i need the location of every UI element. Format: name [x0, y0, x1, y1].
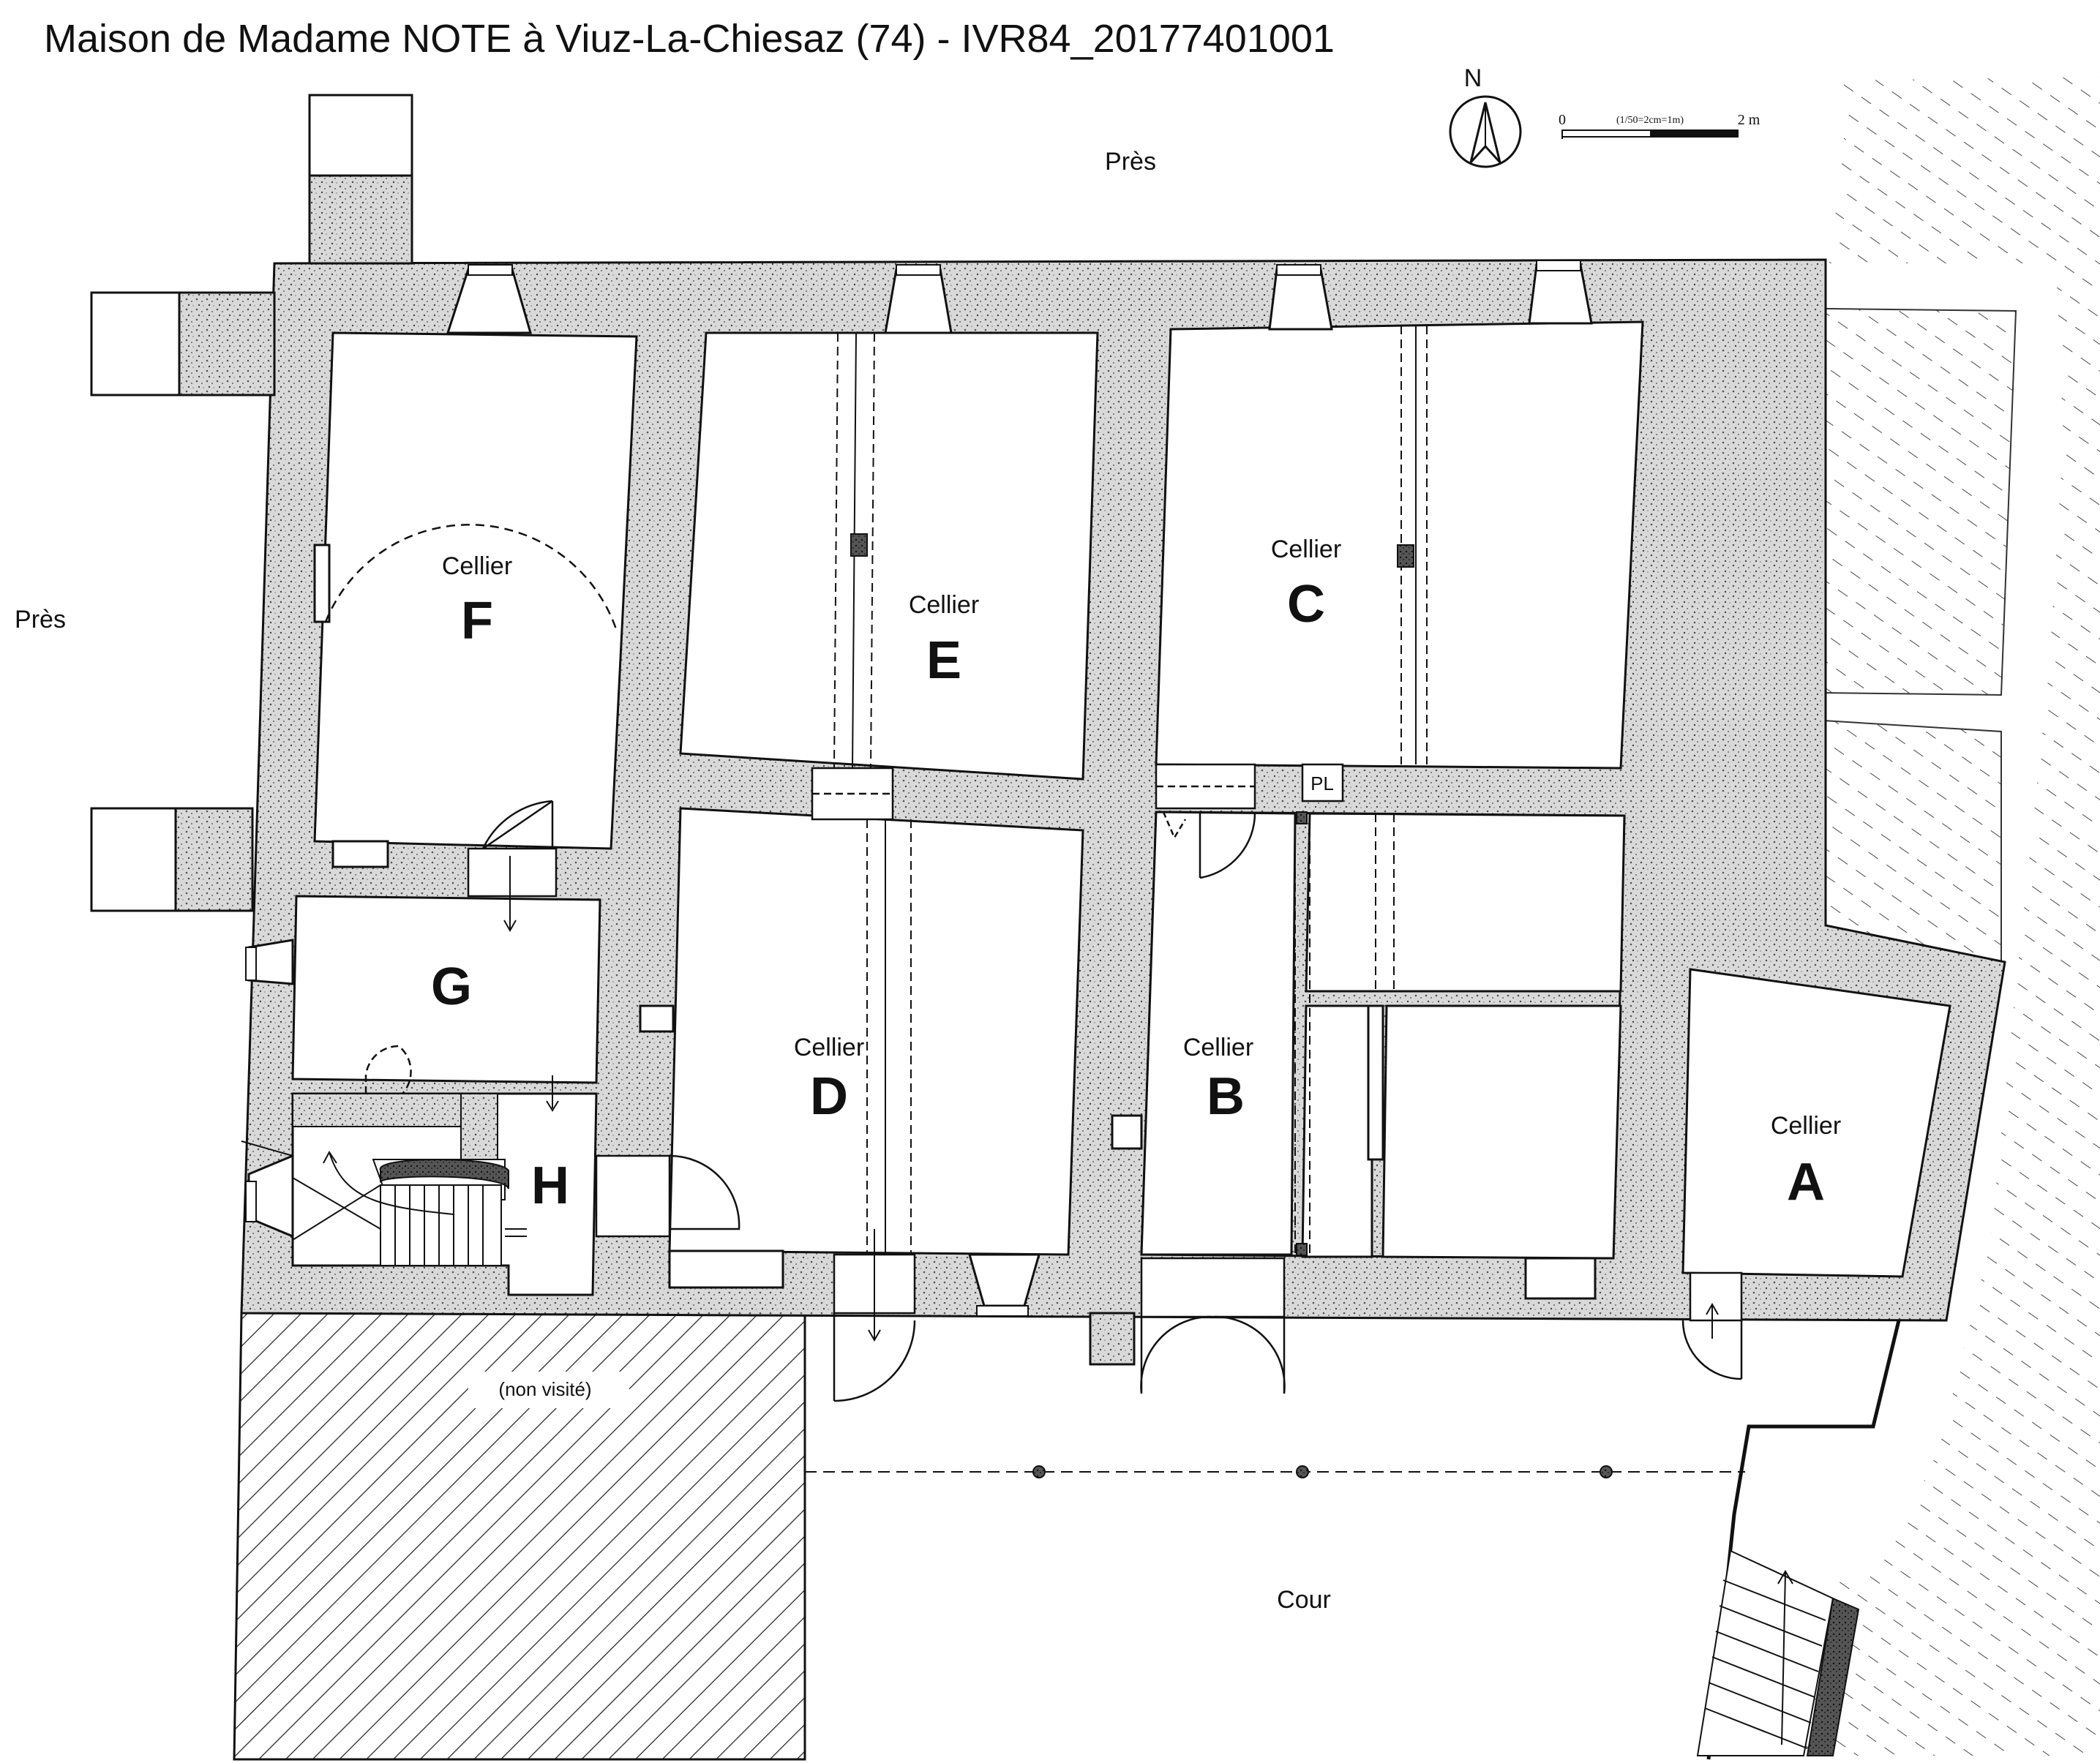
pl-label: PL [1310, 773, 1334, 794]
scale-ratio: (1/50=2cm=1m) [1616, 115, 1684, 126]
room-b-letter: B [1207, 1067, 1245, 1126]
north-label: N [1464, 64, 1482, 92]
room-f-name: Cellier [442, 552, 512, 580]
north-arrow-icon: N [1449, 64, 1522, 168]
label-pres-west: Près [15, 606, 66, 634]
scale-zero: 0 [1559, 112, 1566, 128]
room-c-letter: C [1287, 575, 1325, 634]
room-b-sw [1301, 1004, 1373, 1258]
room-d [668, 807, 1084, 1256]
room-f-letter: F [461, 592, 493, 650]
doors [364, 800, 1743, 1402]
niche-d-west [639, 1004, 675, 1033]
passage-f-g [467, 847, 558, 898]
niche-b-mid [1367, 1004, 1384, 1161]
scale-bar: 0 (1/50=2cm=1m) 2 m [1559, 112, 1760, 139]
room-b-main [1140, 811, 1297, 1256]
passage-h-d [595, 1154, 671, 1238]
door-f-g [481, 800, 553, 850]
passage-b-south [1140, 1257, 1286, 1318]
door-d-west [669, 1154, 740, 1230]
room-e-name: Cellier [909, 591, 979, 619]
room-b-se [1381, 1004, 1622, 1260]
exterior-stairs [1696, 1549, 1834, 1756]
plan-title: Maison de Madame NOTE à Viuz-La-Chiesaz … [44, 17, 1335, 61]
niche-b-south [1524, 1257, 1597, 1300]
post-1 [1032, 1465, 1046, 1478]
door-c-b [1199, 811, 1256, 879]
label-pres-north: Près [1105, 148, 1156, 176]
niche-b-west [1111, 1114, 1143, 1150]
east-slope-zone [1745, 77, 2100, 1756]
room-b-ne [1305, 812, 1626, 993]
room-d-name: Cellier [794, 1034, 864, 1061]
room-c-name: Cellier [1271, 535, 1341, 563]
passage-a-south [1689, 1271, 1743, 1322]
window-north-c2 [1528, 263, 1593, 325]
room-a [1681, 968, 1951, 1278]
room-h-letter: H [531, 1157, 569, 1215]
door-b-south-left [1140, 1315, 1212, 1394]
scale-end: 2 m [1738, 112, 1760, 128]
room-e [679, 331, 1099, 781]
window-north-c1 [1268, 268, 1333, 331]
staircase-h [241, 1093, 527, 1266]
room-g [291, 895, 601, 1084]
room-labels: Cellier F Cellier E Cellier C Cellier D … [431, 535, 1841, 1215]
door-a-south [1681, 1320, 1743, 1380]
door-d-south [833, 1313, 916, 1402]
beams [833, 326, 1428, 1256]
niche-f-south [331, 840, 389, 868]
room-a-letter: A [1787, 1153, 1825, 1211]
door-c-b-dashed [1162, 811, 1187, 840]
room-g-letter: G [431, 958, 472, 1016]
pl-fixture [1301, 763, 1344, 802]
post-3 [1600, 1465, 1613, 1478]
direction-arrows [503, 856, 1719, 1342]
window-north-e [884, 268, 953, 334]
internal-passages [467, 763, 1743, 1322]
window-openings [247, 263, 1597, 1307]
room-a-name: Cellier [1771, 1112, 1841, 1140]
window-sills [245, 260, 1581, 1317]
not-visited-label: (non visité) [498, 1378, 591, 1400]
post-2 [1296, 1465, 1309, 1478]
stair-wall [1806, 1597, 1860, 1756]
niche-f-west [313, 544, 331, 623]
room-b-name: Cellier [1183, 1034, 1253, 1061]
door-b-south-right [1214, 1315, 1286, 1394]
niche-d-south [668, 1249, 784, 1289]
room-e-letter: E [926, 631, 961, 690]
courtyard-features [805, 1320, 1901, 1760]
label-cour: Cour [1277, 1586, 1331, 1614]
south-buttress [1089, 1312, 1136, 1366]
room-f [313, 331, 638, 850]
room-d-letter: D [810, 1067, 848, 1126]
